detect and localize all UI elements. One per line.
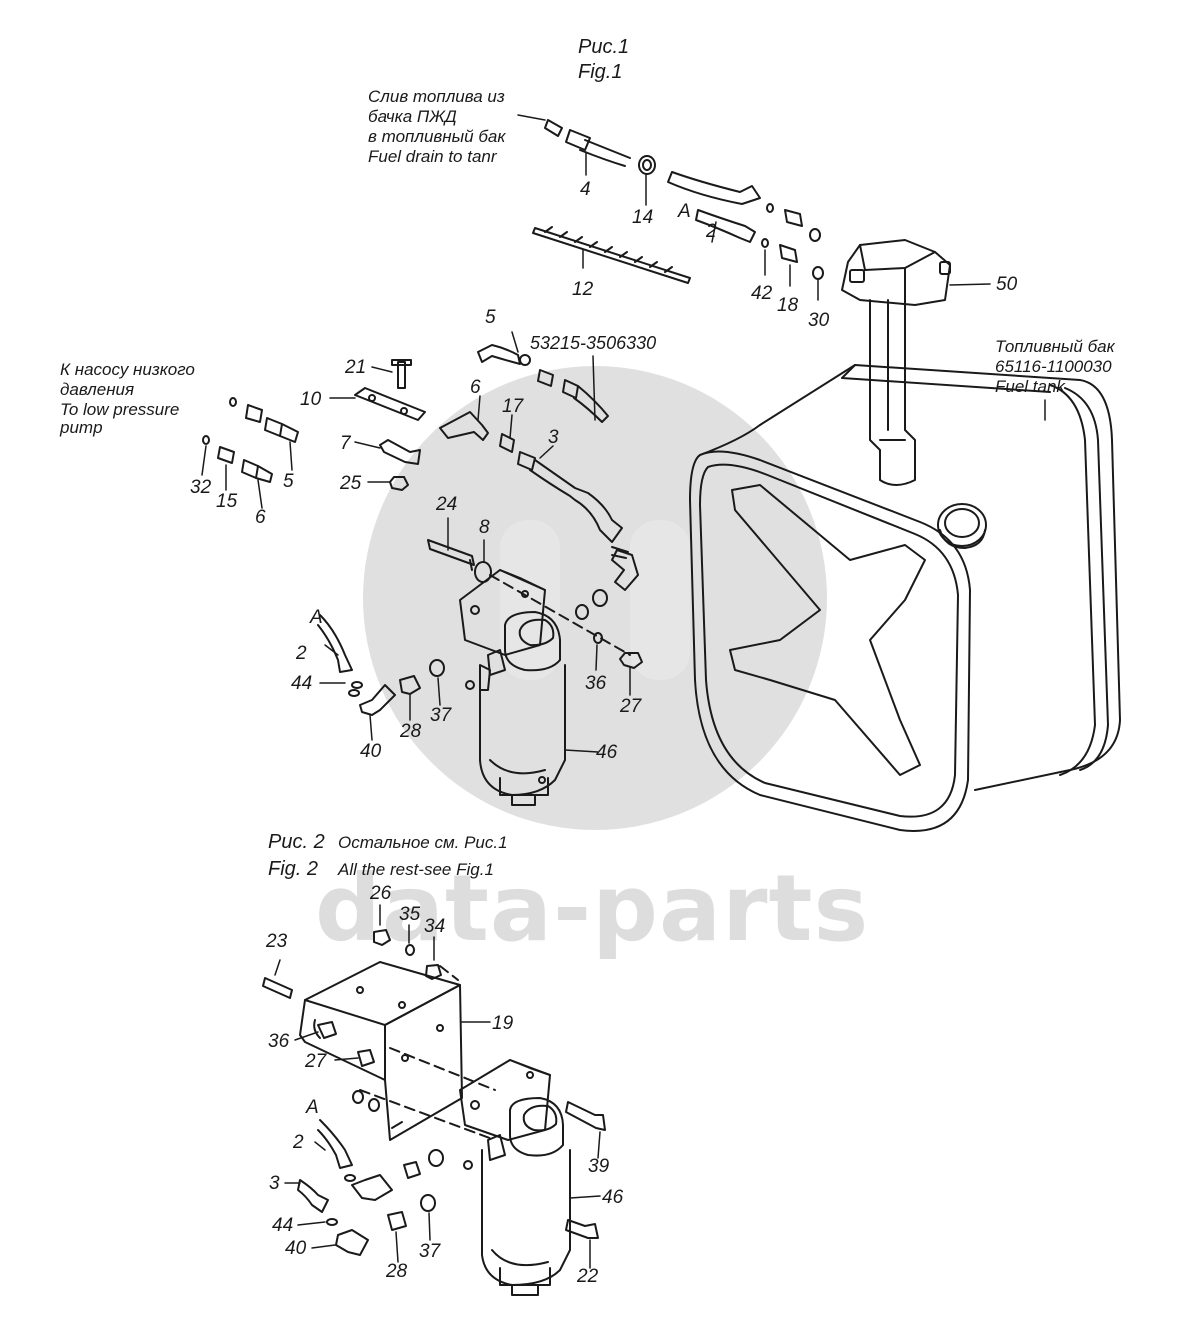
callout: 23	[266, 931, 288, 952]
callout: 2	[293, 1132, 304, 1153]
dp-logo-icon	[363, 366, 827, 830]
callout: 36	[268, 1031, 290, 1052]
pump-note-line: pump	[60, 418, 103, 437]
callout: 6	[470, 377, 481, 398]
callout: 3	[269, 1173, 280, 1194]
drain-note-line: в топливный бак	[368, 127, 506, 146]
fig2-title-ru: Рис. 2	[268, 831, 325, 853]
callout: 2	[296, 643, 307, 664]
callout: 19	[492, 1013, 514, 1034]
callout: 32	[190, 477, 212, 498]
callout: 44	[272, 1215, 294, 1236]
callout: 5	[485, 307, 496, 328]
callout: 42	[751, 283, 773, 304]
callout: 22	[577, 1266, 599, 1287]
callout: 37	[419, 1241, 441, 1262]
callout: 17	[502, 396, 524, 417]
filter-fig1	[317, 539, 643, 806]
callout: A	[310, 607, 323, 628]
callout: 7	[340, 433, 351, 454]
fig2-note-ru: Остальное см. Рис.1	[338, 833, 508, 852]
callout: 39	[588, 1156, 610, 1177]
callout: 37	[430, 705, 452, 726]
pump-note-line: давления	[60, 380, 135, 399]
fig2-note-en: All the rest-see Fig.1	[338, 860, 494, 879]
callout: A	[678, 201, 691, 222]
callout: A	[306, 1097, 319, 1118]
fig2-title-en: Fig. 2	[268, 858, 319, 880]
fig1-title-en: Fig.1	[578, 61, 623, 83]
callout: 40	[285, 1238, 307, 1259]
callout: 3	[548, 427, 559, 448]
bracket-clamp	[354, 359, 426, 491]
watermark-text: data-parts	[315, 855, 870, 962]
callout: 21	[345, 357, 367, 378]
callout: 27	[620, 696, 642, 717]
callout: 18	[777, 295, 799, 316]
callout: 50	[996, 274, 1018, 295]
callout: 12	[572, 279, 594, 300]
drain-note-line: бачка ПЖД	[368, 107, 457, 126]
tank-note-line: 65116-1100030	[995, 357, 1112, 376]
callout: 10	[300, 389, 322, 410]
callout: 26	[370, 883, 392, 904]
callout: 40	[360, 741, 382, 762]
tank-note-line: Fuel tank	[995, 377, 1065, 396]
callout: 46	[596, 742, 618, 763]
drain-pipes	[532, 119, 824, 284]
callout: 8	[479, 517, 490, 538]
callout: 28	[386, 1261, 408, 1282]
pump-note-line: К насосу низкого	[60, 360, 195, 379]
drain-note-line: Слив топлива из	[368, 87, 505, 106]
callout: 5	[283, 471, 294, 492]
callout: 25	[340, 473, 362, 494]
leader-lines	[201, 114, 1046, 1269]
fig1-title-ru: Рис.1	[578, 36, 630, 58]
callout: 2	[706, 221, 717, 242]
callout: 36	[585, 673, 607, 694]
callout: 35	[399, 904, 421, 925]
callout: 44	[291, 673, 313, 694]
callout: 4	[580, 179, 591, 200]
filter-fig2	[262, 929, 606, 1296]
callout: 24	[436, 494, 458, 515]
assembly-code: 53215-3506330	[530, 333, 657, 353]
callout: 30	[808, 310, 830, 331]
callout: 34	[424, 916, 446, 937]
callout: 6	[255, 507, 266, 528]
callout: 28	[400, 721, 422, 742]
callout: 27	[305, 1051, 327, 1072]
callout: 46	[602, 1187, 624, 1208]
fuel-tank	[689, 239, 1121, 832]
drain-note-line: Fuel drain to tanr	[368, 147, 497, 166]
callout: 15	[216, 491, 238, 512]
callout: 14	[632, 207, 654, 228]
pump-fittings	[202, 397, 299, 483]
tank-note-line: Топливный бак	[995, 337, 1115, 356]
pump-note-line: To low pressure	[60, 400, 180, 419]
